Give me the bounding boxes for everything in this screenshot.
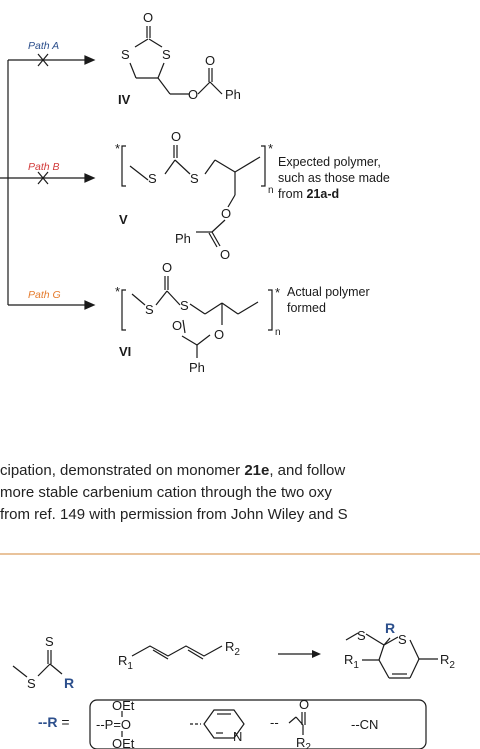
- compound-vi-star-left: *: [115, 284, 120, 299]
- phosphonate-oet-bottom: OEt: [112, 736, 135, 749]
- caption-line-3: from ref. 149 with permission from John …: [0, 506, 348, 523]
- path-a-label: Path A: [28, 40, 59, 52]
- compound-iv-carbonyl-o: O: [143, 10, 153, 25]
- compound-v-repeat-n: n: [268, 185, 274, 196]
- product-thioether-s: S: [357, 628, 366, 643]
- path-g-label: Path G: [28, 289, 61, 301]
- section-divider: [0, 553, 480, 555]
- figure-caption: cipation, demonstrated on monomer 21e, a…: [0, 460, 480, 526]
- caption-compound-ref: 21e: [244, 462, 270, 479]
- compound-v-star-left: *: [115, 141, 120, 156]
- compound-v-note-line3: from 21a-d: [278, 187, 339, 201]
- compound-v-ester-o: O: [221, 206, 231, 221]
- acyl-dash: --: [270, 715, 279, 730]
- phosphonate-p-line: --P=O: [96, 717, 131, 732]
- dithioester-thioether-s: S: [27, 676, 36, 691]
- scheme-top: Path A Path B Path G O S S O O Ph IV: [0, 10, 390, 375]
- compound-v-s2: S: [190, 171, 199, 186]
- compound-v-label: V: [119, 212, 128, 227]
- compound-vi-structure: [121, 276, 273, 358]
- path-branch-lines: [0, 55, 96, 310]
- compound-v-note-line1: Expected polymer,: [278, 155, 381, 169]
- acyl-carbonyl-o: O: [299, 697, 309, 712]
- compound-vi-thiocarbonyl-o: O: [162, 260, 172, 275]
- r-group-options-box: [89, 699, 427, 749]
- pyridyl-ring: [190, 709, 245, 739]
- compound-vi-note-line2: formed: [287, 301, 326, 315]
- compound-v-structure: [121, 145, 266, 248]
- compound-vi-s2: S: [180, 298, 189, 313]
- dithioester-structure: [12, 650, 63, 678]
- diene-r2: R2: [225, 639, 240, 658]
- path-b-label: Path B: [28, 161, 60, 173]
- acyl-bonds: [288, 712, 306, 735]
- product-structure: [345, 632, 438, 679]
- product-r1: R1: [344, 652, 359, 671]
- r-definition-label: --R =: [38, 714, 70, 730]
- cyano-group: --CN: [351, 717, 378, 732]
- dithioester-thione-s: S: [45, 634, 54, 649]
- compound-iv-phenyl: Ph: [225, 87, 241, 102]
- compound-iv-label: IV: [118, 92, 131, 107]
- dithioester-r-group: R: [64, 675, 74, 691]
- compound-v-star-right: *: [268, 141, 273, 156]
- compound-v-note-line2: such as those made: [278, 171, 390, 185]
- reaction-arrow: [278, 650, 321, 658]
- compound-iv-s-right: S: [162, 47, 171, 62]
- compound-vi-s1: S: [145, 302, 154, 317]
- compound-v-s1: S: [148, 171, 157, 186]
- pyridyl-nitrogen: N: [233, 729, 242, 744]
- product-r-group: R: [385, 620, 395, 636]
- compound-iv-ester-o: O: [188, 87, 198, 102]
- compound-v-phenyl: Ph: [175, 231, 191, 246]
- compound-v-carbonyl-o: O: [220, 247, 230, 262]
- compound-vi-phenyl: Ph: [189, 360, 205, 375]
- compound-vi-label: VI: [119, 344, 131, 359]
- compound-v-thiocarbonyl-o: O: [171, 129, 181, 144]
- compound-iv-s-left: S: [121, 47, 130, 62]
- diene-structure: [131, 645, 223, 660]
- compound-vi-ester-o: O: [214, 327, 224, 342]
- compound-iv-structure: [129, 26, 223, 95]
- compound-vi-star-right: *: [275, 285, 280, 300]
- compound-vi-note-line1: Actual polymer: [287, 285, 370, 299]
- product-r2: R2: [440, 652, 455, 671]
- compound-vi-repeat-n: n: [275, 327, 281, 338]
- phosphonate-oet-top: OEt: [112, 698, 135, 713]
- acyl-r2: R2: [296, 735, 311, 749]
- compound-vi-carbonyl-o: O: [172, 318, 182, 333]
- path-b-blocked-mark: [37, 171, 49, 185]
- path-a-blocked-mark: [37, 53, 49, 67]
- caption-line-2: more stable carbenium cation through the…: [0, 484, 332, 501]
- compound-iv-ester-carbonyl-o: O: [205, 53, 215, 68]
- product-ring-s: S: [398, 632, 407, 647]
- caption-line-1: cipation, demonstrated on monomer 21e, a…: [0, 462, 346, 479]
- diene-r1: R1: [118, 653, 133, 672]
